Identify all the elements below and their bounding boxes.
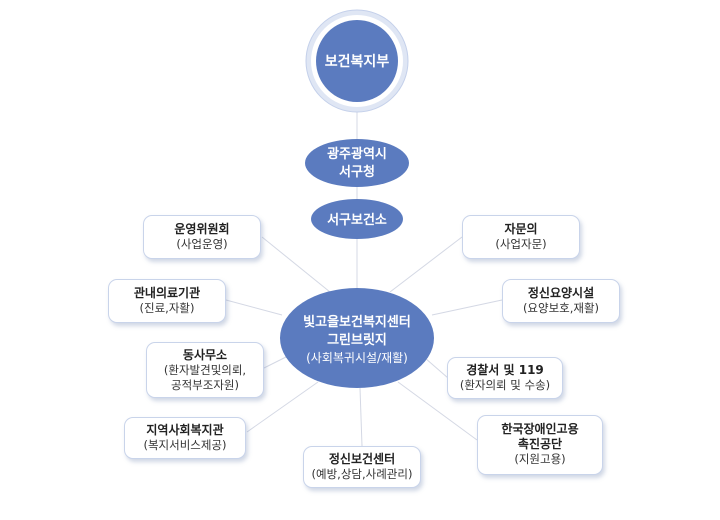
line-advisory: [389, 236, 463, 293]
city-office-line2: 서구청: [339, 164, 375, 180]
partner-police: 경찰서 및 119 (환자의뢰 및 수송): [447, 357, 563, 399]
partner-dong-role2: 공적부조자원): [171, 378, 239, 392]
connector-lines: [225, 108, 503, 447]
welfare-center-line2: 그린브릿지: [327, 332, 387, 348]
welfare-center-node: 빛고을보건복지센터 그린브릿지 (사회복귀시설/재활): [280, 288, 434, 388]
partner-disability: 한국장애인고용 촉진공단 (지원고용): [477, 415, 603, 475]
line-mental: [359, 387, 363, 447]
line-steering: [261, 236, 331, 293]
partner-welfare-role: (복지서비스제공): [143, 438, 227, 452]
partner-police-role: (환자의뢰 및 수송): [459, 378, 551, 392]
ministry-label: 보건복지부: [325, 53, 390, 70]
line-medical: [225, 299, 283, 316]
city-office-node: 광주광역시 서구청: [305, 139, 409, 187]
partner-steering-name: 운영위원회: [174, 222, 230, 236]
welfare-center-line3: (사회복귀시설/재활): [306, 351, 408, 365]
partner-welfare-name: 지역사회복지관: [146, 423, 224, 437]
partner-dong-name: 동사무소: [182, 348, 228, 362]
line-welfare: [246, 381, 319, 433]
partner-advisory-role: (사업자문): [495, 237, 547, 251]
ministry-node: 보건복지부: [305, 9, 409, 113]
partner-welfare: 지역사회복지관 (복지서비스제공): [124, 417, 246, 459]
partner-nursing: 정신요양시설 (요양보호,재활): [502, 279, 620, 323]
partner-disability-role: (지원고용): [514, 452, 566, 466]
partner-steering-role: (사업운영): [176, 237, 228, 251]
city-office-line1: 광주광역시: [327, 146, 387, 162]
partner-nursing-role: (요양보호,재활): [522, 301, 600, 315]
partner-medical-role: (진료,자활): [139, 301, 195, 315]
welfare-center-line1: 빛고을보건복지센터: [303, 314, 411, 330]
line-dong: [263, 354, 291, 369]
line-police: [424, 357, 449, 379]
partner-mental-name: 정신보건센터: [328, 452, 396, 466]
partner-advisory: 자문의 (사업자문): [462, 215, 580, 259]
partner-nursing-name: 정신요양시설: [527, 286, 595, 300]
partner-dong-role1: (환자발견및의뢰,: [163, 363, 247, 377]
partner-dong-office: 동사무소 (환자발견및의뢰, 공적부조자원): [146, 342, 264, 398]
partner-medical: 관내의료기관 (진료,자활): [108, 279, 226, 323]
partner-disability-name2: 촉진공단: [517, 437, 563, 451]
line-nursing: [431, 299, 503, 316]
partner-advisory-name: 자문의: [504, 222, 538, 236]
partner-steering: 운영위원회 (사업운영): [143, 215, 261, 259]
partner-mental-health: 정신보건센터 (예방,상담,사례관리): [303, 446, 421, 488]
partner-police-name: 경찰서 및 119: [466, 363, 544, 377]
partner-medical-name: 관내의료기관: [133, 286, 201, 300]
health-center-node: 서구보건소: [311, 199, 403, 239]
health-center-label: 서구보건소: [327, 212, 387, 228]
partner-mental-role: (예방,상담,사례관리): [311, 467, 413, 481]
line-disability: [397, 381, 478, 441]
partner-disability-name1: 한국장애인고용: [501, 422, 579, 436]
